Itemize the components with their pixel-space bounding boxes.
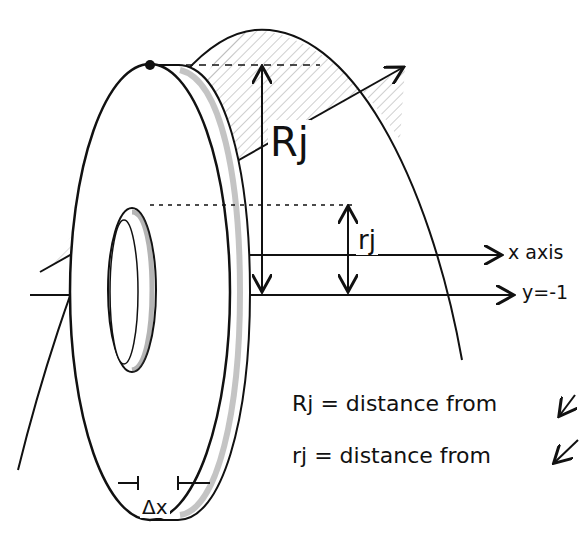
axis-label: y=-1 (520, 282, 570, 303)
dimension-label: Δx (140, 496, 170, 518)
note: Rj = distance from (290, 392, 499, 416)
axis-label: x axis (506, 242, 565, 263)
radius-label: rj (356, 226, 378, 255)
note: rj = distance from (290, 444, 493, 468)
radius-label: Rj (268, 120, 311, 164)
